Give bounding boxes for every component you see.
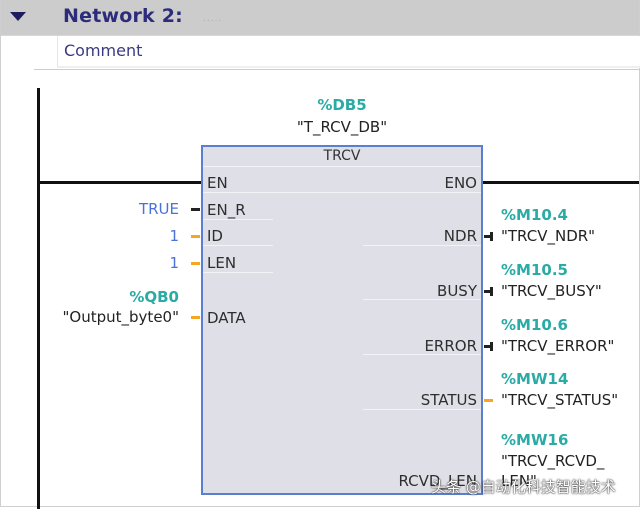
pin-separator (363, 354, 481, 355)
operand-rcvd-len-address[interactable]: %MW16 (501, 431, 569, 449)
pin-len[interactable]: LEN (207, 254, 237, 272)
pin-error[interactable]: ERROR (424, 337, 477, 355)
bool-connector (191, 208, 200, 211)
pin-separator (363, 299, 481, 300)
bool-connector-cap (490, 232, 493, 241)
operand-id[interactable]: 1 (169, 227, 179, 245)
word-connector (191, 262, 200, 265)
pin-status[interactable]: STATUS (420, 391, 477, 409)
pin-data[interactable]: DATA (207, 309, 246, 327)
pin-en-r[interactable]: EN_R (207, 201, 246, 219)
bool-connector-cap (490, 342, 493, 351)
power-wire-eno (483, 181, 639, 184)
pin-separator (203, 219, 273, 220)
word-connector (191, 316, 200, 319)
left-power-rail (37, 88, 40, 509)
pin-ndr[interactable]: NDR (443, 227, 477, 245)
operand-error-address[interactable]: %M10.6 (501, 316, 568, 334)
operand-error-symbol[interactable]: "TRCV_ERROR" (501, 337, 615, 355)
power-wire-en (37, 181, 203, 184)
operand-rcvd-len-symbol-line1[interactable]: "TRCV_RCVD_ (501, 452, 605, 470)
watermark-text: 头条 @自动化科技智能技术 (431, 478, 616, 496)
operand-ndr-address[interactable]: %M10.4 (501, 206, 568, 224)
block-type-label: TRCV (323, 148, 361, 164)
bool-connector (484, 235, 493, 238)
pin-rcvd-len[interactable]: RCVD_LEN (398, 472, 477, 490)
bool-connector (484, 345, 493, 348)
operand-status-symbol[interactable]: "TRCV_STATUS" (501, 391, 619, 409)
operand-busy-symbol[interactable]: "TRCV_BUSY" (501, 282, 602, 300)
word-connector (191, 235, 200, 238)
pin-eno[interactable]: ENO (444, 174, 477, 192)
word-connector (484, 399, 493, 402)
network-comment-text: Comment (64, 41, 143, 60)
pin-separator (363, 245, 481, 246)
collapse-triangle-icon[interactable] (10, 12, 26, 21)
pin-separator (203, 166, 481, 167)
operand-busy-address[interactable]: %M10.5 (501, 261, 568, 279)
operand-rcvd-len-symbol-line2[interactable]: LEN" (501, 472, 537, 490)
operand-data-symbol[interactable]: "Output_byte0" (62, 308, 179, 326)
operand-en-r[interactable]: TRUE (138, 200, 179, 218)
pin-separator (203, 192, 481, 193)
network-comment-field[interactable]: Comment (57, 36, 640, 68)
operand-len[interactable]: 1 (169, 254, 179, 272)
operand-ndr-symbol[interactable]: "TRCV_NDR" (501, 227, 596, 245)
pin-separator (203, 272, 273, 273)
trcv-function-block[interactable]: TRCV EN EN_R ID LEN DATA ENO NDR BUSY ER… (201, 145, 483, 495)
comment-divider (34, 69, 639, 70)
pin-separator (203, 245, 273, 246)
pin-separator (363, 409, 481, 410)
pin-id[interactable]: ID (207, 227, 223, 245)
network-header[interactable]: Network 2: ..... (1, 0, 639, 36)
network-title[interactable]: Network 2: (63, 5, 183, 27)
pin-en[interactable]: EN (207, 174, 228, 192)
instance-db-address[interactable]: %DB5 (317, 96, 367, 114)
bool-connector (484, 290, 493, 293)
pin-busy[interactable]: BUSY (437, 282, 477, 300)
bool-connector-cap (490, 287, 493, 296)
operand-data-address[interactable]: %QB0 (129, 288, 179, 306)
network-title-placeholder[interactable]: ..... (203, 14, 223, 24)
operand-status-address[interactable]: %MW14 (501, 370, 569, 388)
instance-db-name[interactable]: "T_RCV_DB" (296, 118, 388, 136)
